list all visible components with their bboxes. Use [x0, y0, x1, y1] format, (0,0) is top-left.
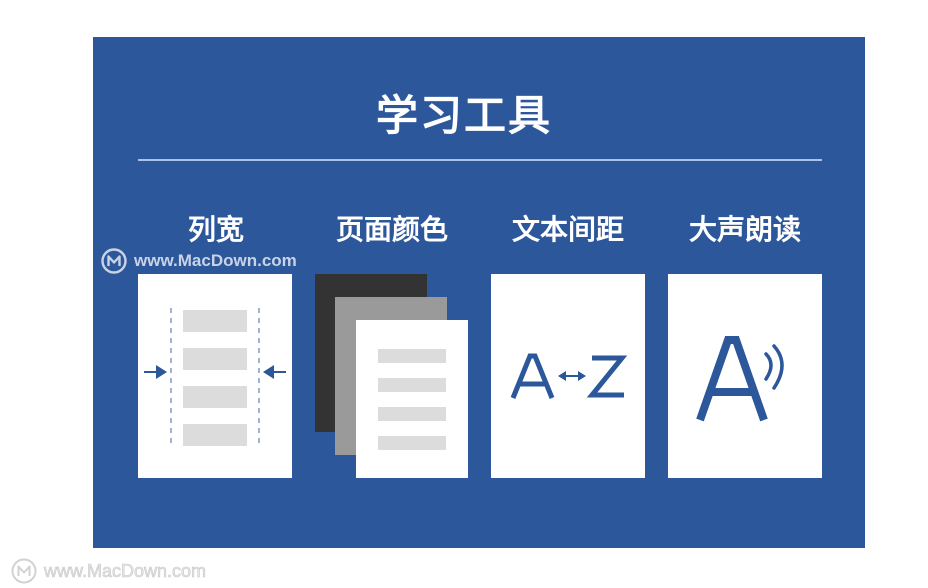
tool-label-page-color: 页面颜色	[335, 213, 448, 246]
tool-label-text-spacing: 文本间距	[511, 213, 624, 246]
page-color-card[interactable]	[356, 320, 468, 478]
page-color-icon	[378, 349, 446, 450]
watermark-bottom: www.MacDown.com	[10, 557, 206, 585]
watermark-text: www.MacDown.com	[44, 560, 207, 581]
macdown-logo-icon	[11, 558, 37, 584]
read-aloud-card[interactable]	[668, 274, 822, 478]
text-spacing-icon	[510, 353, 628, 399]
title-divider	[138, 159, 822, 161]
page-title: 学习工具	[375, 91, 552, 140]
read-aloud-icon	[696, 336, 784, 422]
column-width-icon	[144, 308, 286, 448]
watermark-text: www.MacDown.com	[134, 251, 297, 270]
tool-label-column-width: 列宽	[187, 213, 244, 246]
text-spacing-card[interactable]	[491, 274, 645, 478]
column-width-card[interactable]	[138, 274, 292, 478]
watermark-top: www.MacDown.com	[100, 246, 297, 276]
macdown-logo-icon	[101, 248, 127, 274]
tool-label-read-aloud: 大声朗读	[688, 213, 801, 246]
